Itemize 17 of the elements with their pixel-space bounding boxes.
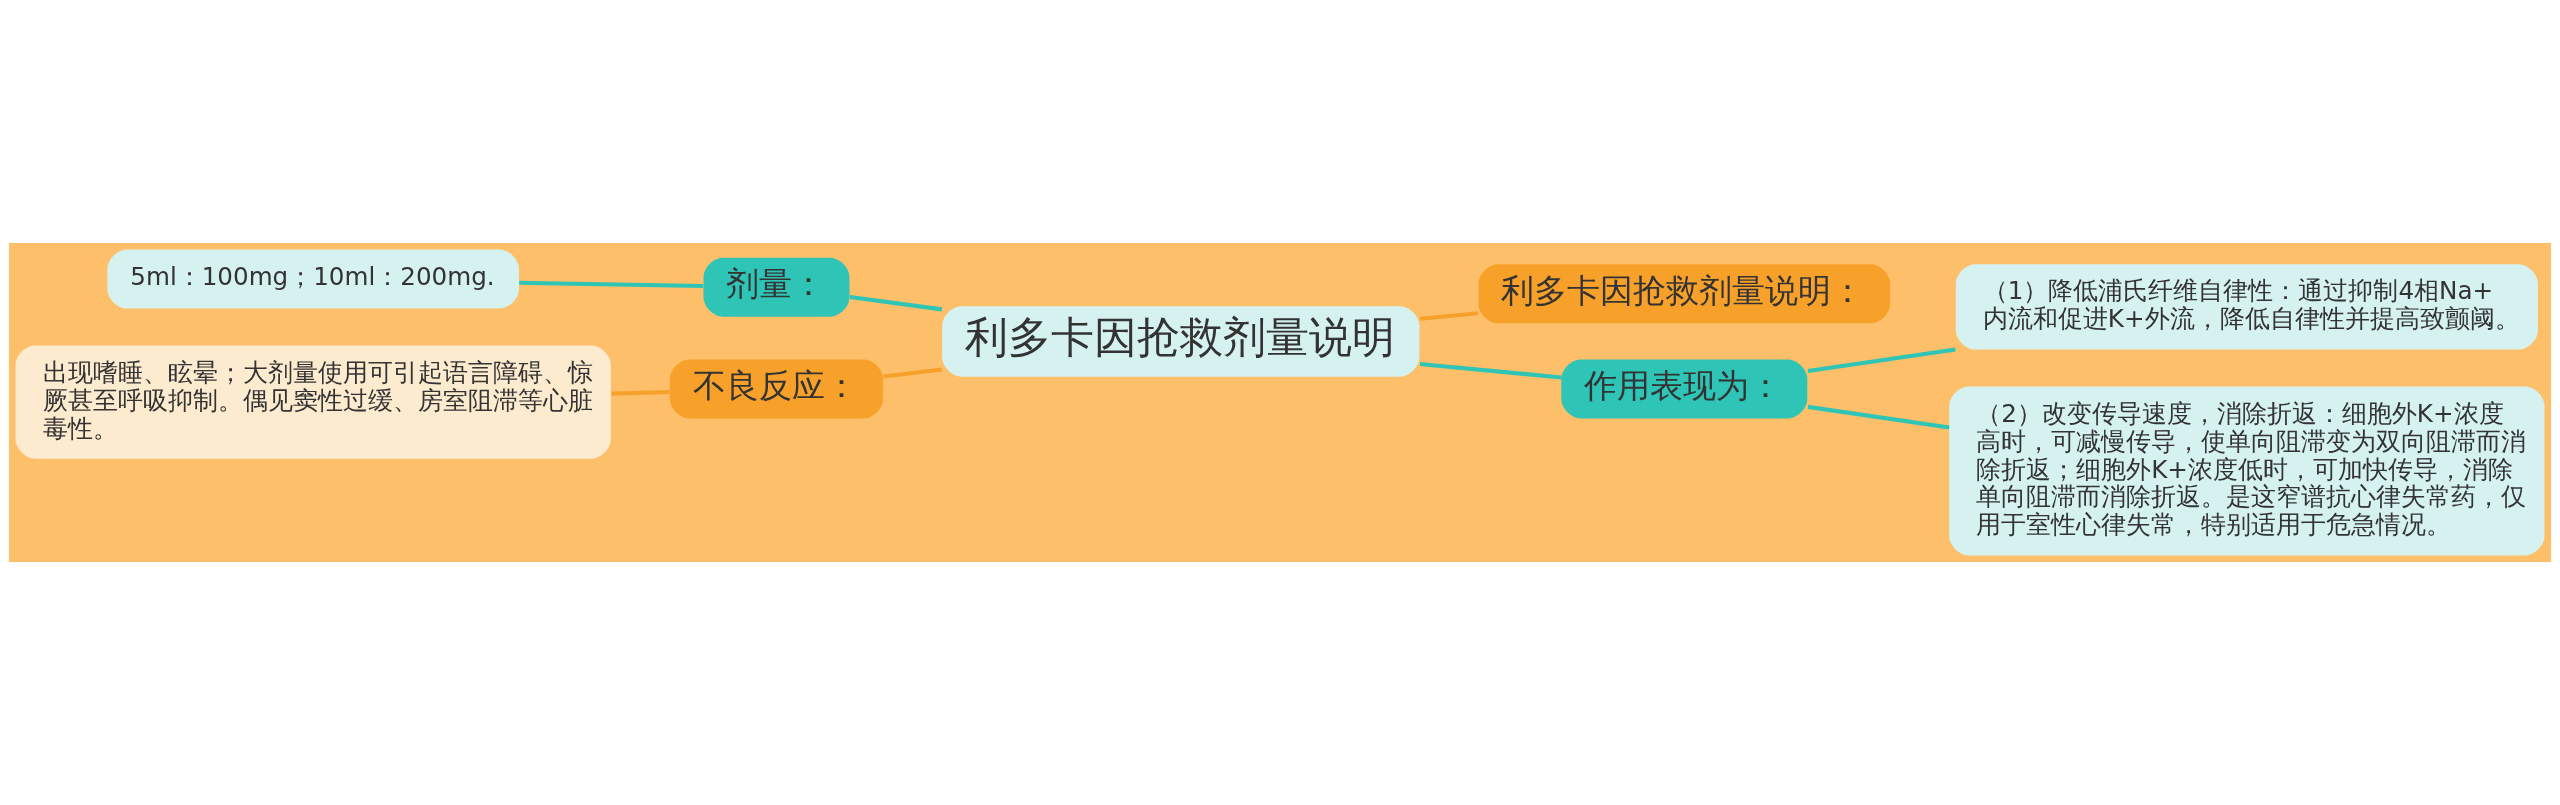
- connector: [1807, 347, 1956, 374]
- connector: [1419, 311, 1479, 321]
- node-box: （1）降低浦氏纤维自律性：通过抑制4相Na+内流和促进K+外流，降低自律性并提高致颤阈。: [1955, 264, 2538, 350]
- node-box: 5ml：100mg；10ml：200mg.: [107, 249, 519, 309]
- node-box: 出现嗜睡、眩晕；大剂量使用可引起语言障碍、惊厥甚至呼吸抑制。偶见窦性过缓、房室阻滞等心脏毒性。: [15, 345, 611, 459]
- node-box: 不良反应：: [669, 359, 884, 419]
- node-box: 剂量：: [703, 257, 850, 317]
- connector: [611, 389, 670, 396]
- connector: [519, 280, 704, 289]
- connector: [1419, 361, 1562, 380]
- node-box: （2）改变传导速度，消除折返：细胞外K+浓度高时，可减慢传导，使单向阻滞变为双向阻滞而消除折返；细胞外K+浓度低时，可加快传导，消除单向阻滞而消除折返。是这窄谱抗心律失常药，仅用于室性心律失常，特别适用于危急情况。: [1949, 386, 2545, 556]
- node-box: 利多卡因抢救剂量说明: [942, 306, 1420, 377]
- node-box: 作用表现为：: [1561, 359, 1808, 419]
- node-box: 利多卡因抢救剂量说明：: [1478, 264, 1891, 324]
- connector: [883, 367, 942, 379]
- connector: [1807, 404, 1950, 430]
- connector: [849, 294, 943, 312]
